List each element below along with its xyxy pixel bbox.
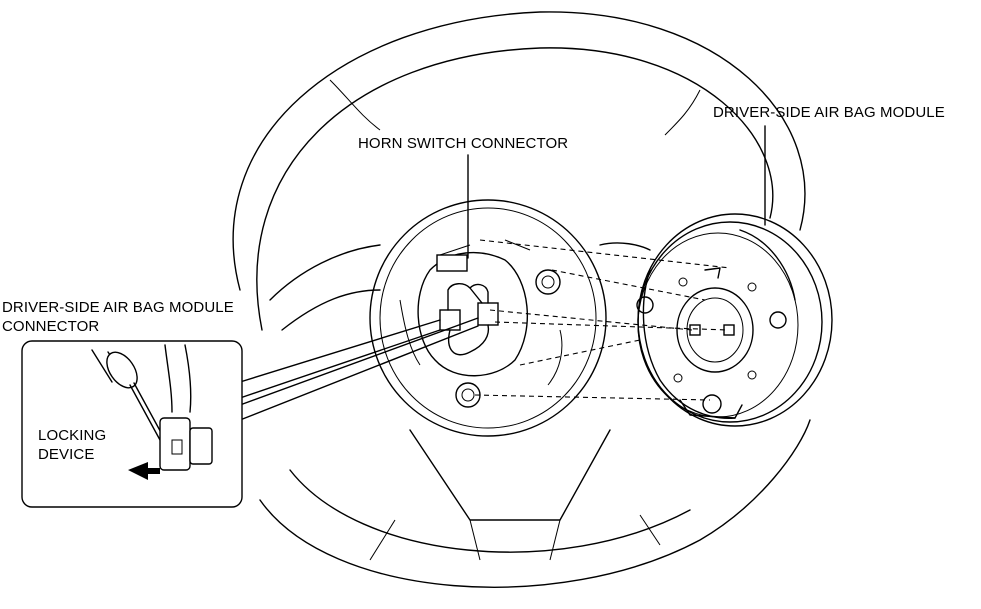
steering-hub (369, 199, 607, 437)
airbag-module-label: DRIVER-SIDE AIR BAG MODULE (713, 104, 945, 121)
inset-detail (21, 340, 243, 508)
steering-wheel (232, 11, 811, 588)
horn-switch-connector-label: HORN SWITCH CONNECTOR (358, 135, 569, 152)
leader-lines (130, 125, 766, 456)
locking-device-label-line2: DEVICE (38, 446, 95, 463)
airbag-module (636, 213, 833, 427)
airbag-connector-label-line1: DRIVER-SIDE AIR BAG MODULE (2, 299, 234, 316)
alignment-dashed-lines (474, 239, 731, 401)
locking-device-label-line1: LOCKING (38, 427, 107, 444)
airbag-connector-label-line2: CONNECTOR (2, 318, 100, 335)
